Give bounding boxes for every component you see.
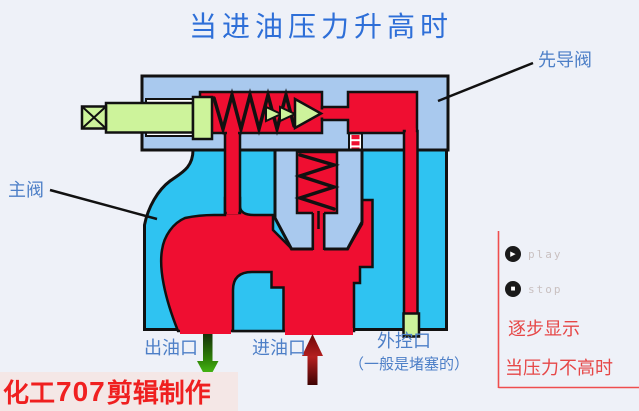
inlet-arrow-icon <box>302 334 323 385</box>
pipe-joint <box>405 128 416 137</box>
port-plug <box>402 312 421 338</box>
external-control-port-note: （一般是堵塞的） <box>349 355 470 373</box>
external-control-pipe <box>402 129 419 319</box>
external-control-port-label: 外控口 <box>377 331 431 352</box>
feed-joint <box>227 128 238 136</box>
stop-button-label[interactable]: stop <box>528 282 563 296</box>
main-oil-chamber <box>159 196 374 333</box>
play-button[interactable]: ▶ play <box>505 246 563 262</box>
step-display-label: 逐步显示 <box>508 319 580 340</box>
outlet-port-mouth <box>180 328 231 334</box>
inlet-port-mouth <box>285 328 353 335</box>
watermark-number: 707 <box>56 375 106 407</box>
play-button-label[interactable]: play <box>528 247 563 261</box>
damping-orifice <box>348 132 363 152</box>
pilot-valve-label: 先导阀 <box>538 50 592 71</box>
pilot-feed-channel <box>223 129 242 215</box>
spool-stem-passage <box>313 211 324 251</box>
watermark-suffix: 剪辑制作 <box>106 379 211 409</box>
main-valve-label: 主阀 <box>8 180 44 201</box>
stop-button[interactable]: ■ stop <box>505 281 563 297</box>
stop-icon[interactable]: ■ <box>505 281 521 297</box>
main-pointer-line <box>49 188 158 221</box>
page-title: 当进油压力升高时 <box>188 10 453 43</box>
watermark-prefix: 化工 <box>3 379 56 409</box>
main-spring <box>294 153 340 211</box>
inlet-port-label: 进油口 <box>252 338 306 359</box>
play-icon[interactable]: ▶ <box>505 246 521 262</box>
pilot-poppet <box>293 96 324 131</box>
pilot-pointer-line <box>437 61 534 103</box>
outlet-arrow-icon <box>197 334 219 381</box>
flow-arrow-icon <box>279 105 298 123</box>
adjusting-screw <box>80 95 214 141</box>
watermark: 化工 707 剪辑制作 <box>0 372 238 411</box>
flow-arrow-icon <box>265 105 284 123</box>
outlet-port-label: 出油口 <box>144 338 198 359</box>
port-pier <box>231 270 285 333</box>
channel-joint <box>226 205 239 214</box>
state-note-label: 当压力不高时 <box>505 358 613 379</box>
